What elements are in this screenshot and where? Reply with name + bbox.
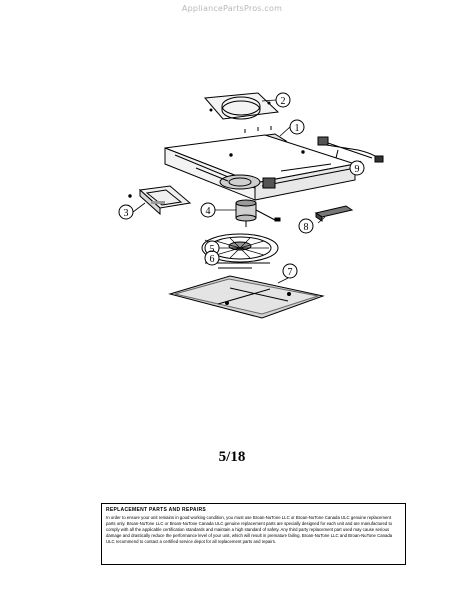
callout-1: 1 [295, 123, 300, 134]
watermark: AppliancePartsPros.com [181, 4, 283, 13]
motor [235, 199, 281, 227]
switch [314, 205, 354, 222]
callout-circle-8 [298, 218, 314, 234]
callout-7: 7 [288, 267, 293, 278]
callout-circle-7 [282, 263, 298, 279]
grease-filter [168, 275, 325, 319]
exploded-parts-diagram: 2 1 3 4 5 6 7 8 9 [118, 92, 384, 319]
notice-body: In order to ensure your unit remains in … [106, 515, 393, 544]
callout-circle-1 [289, 119, 305, 135]
callout-8: 8 [304, 222, 309, 233]
light-lens [128, 185, 192, 216]
page-number: 5/18 [218, 449, 246, 465]
callout-4: 4 [206, 206, 211, 217]
callout-circle-3 [118, 204, 134, 220]
callout-9: 9 [355, 164, 360, 175]
callout-5: 5 [210, 244, 215, 255]
callout-circle-6 [204, 250, 220, 266]
notice-title: Replacement Parts and Repairs [106, 507, 207, 513]
replacement-parts-notice: Replacement Parts and Repairs In order t… [101, 503, 406, 565]
callout-circle-4 [200, 202, 216, 218]
callout-6: 6 [210, 254, 215, 265]
range-hood-body [164, 134, 356, 201]
wiring-harness [317, 136, 384, 163]
callout-circle-2 [275, 92, 291, 108]
callout-3: 3 [124, 208, 129, 219]
callout-2: 2 [281, 96, 286, 107]
callout-circle-9 [349, 160, 365, 176]
damper-collar [203, 92, 280, 120]
